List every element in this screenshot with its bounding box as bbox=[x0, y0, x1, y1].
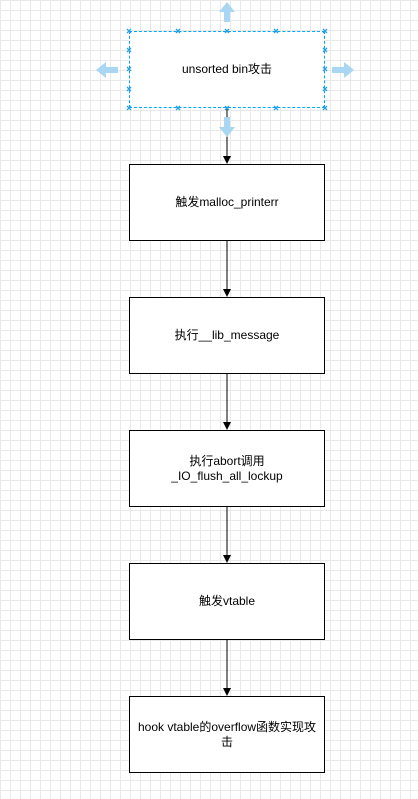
node-trigger-malloc-printerr[interactable]: 触发malloc_printerr bbox=[129, 164, 325, 241]
arrow-left-icon[interactable] bbox=[96, 62, 118, 78]
node-exec-lib-message[interactable]: 执行__lib_message bbox=[129, 297, 325, 374]
node-label: 触发malloc_printerr bbox=[175, 195, 279, 209]
node-hook-vtable-overflow[interactable]: hook vtable的overflow函数实现攻 击 bbox=[129, 696, 325, 773]
node-trigger-vtable[interactable]: 触发vtable bbox=[129, 563, 325, 640]
node-label: 执行__lib_message bbox=[174, 328, 280, 342]
node-unsorted-bin-attack[interactable]: unsorted bin攻击 bbox=[129, 31, 325, 108]
arrow-down-icon[interactable] bbox=[219, 117, 235, 137]
node-label: 触发vtable bbox=[198, 594, 256, 608]
node-label: unsorted bin攻击 bbox=[181, 62, 273, 76]
arrow-up-icon[interactable] bbox=[219, 2, 235, 22]
node-label: 执行abort调用 _IO_flush_all_lockup bbox=[171, 453, 283, 483]
arrow-right-icon[interactable] bbox=[332, 62, 354, 78]
node-label: hook vtable的overflow函数实现攻 击 bbox=[137, 719, 317, 749]
node-exec-abort[interactable]: 执行abort调用 _IO_flush_all_lockup bbox=[129, 430, 325, 507]
